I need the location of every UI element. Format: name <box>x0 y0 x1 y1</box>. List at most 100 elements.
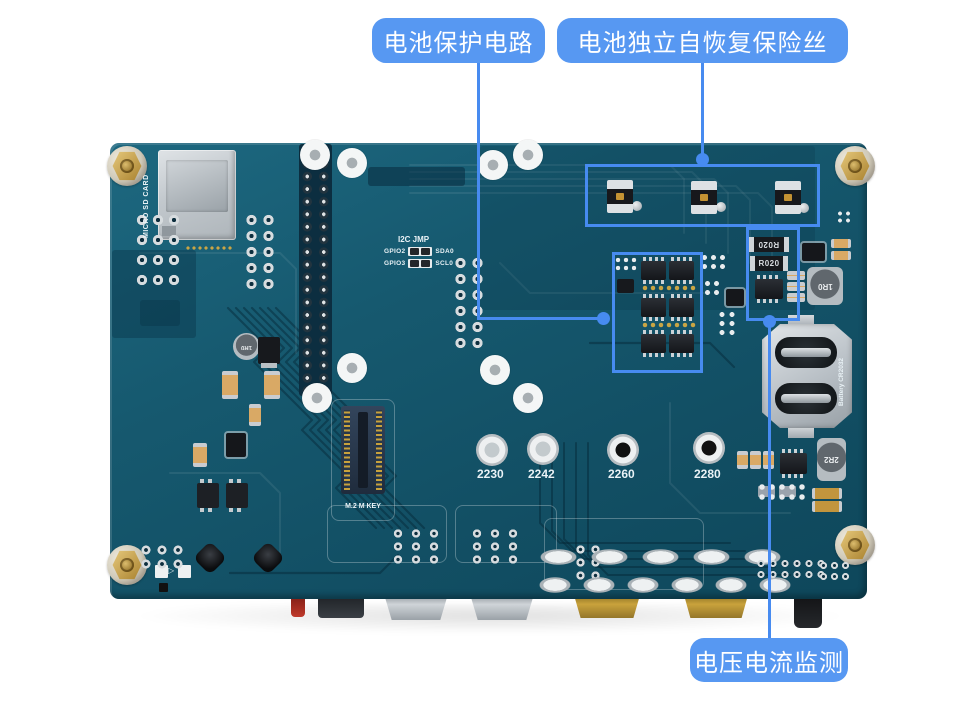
qfn-ic <box>726 289 744 306</box>
callout-dot-monitor <box>763 315 776 328</box>
i2c-jmp-title: I2C JMP <box>398 235 430 244</box>
pcb-trace <box>539 442 731 544</box>
battery-protection-soic8 <box>641 330 666 357</box>
battery-protection-soic8 <box>669 294 694 321</box>
solder-pad-grid <box>641 284 697 292</box>
solder-pad-grid <box>452 255 486 351</box>
solder-dot <box>632 201 642 211</box>
gpio-header-40pin <box>299 144 332 396</box>
solder-dot <box>799 203 809 213</box>
ssd-standoff-2242 <box>527 433 559 465</box>
pcb-trace <box>409 171 707 244</box>
pcb-dark-region <box>140 300 180 326</box>
solder-pad-grid <box>757 482 807 502</box>
solder-pad-grid <box>185 245 233 251</box>
monitor-ic-soic8 <box>755 275 783 303</box>
callout-dot-fuse <box>696 153 709 166</box>
battery-holder-tab <box>788 426 814 438</box>
solder-pad-grid <box>641 321 697 329</box>
capacitor <box>193 443 207 467</box>
solder-pad-grid <box>755 558 827 580</box>
corner-standoff-screw <box>835 146 875 186</box>
ssd-standoff-2280 <box>693 432 725 464</box>
power-led <box>291 595 305 617</box>
standoff-label-2242: 2242 <box>528 467 555 481</box>
standoff-label-2280: 2280 <box>694 467 721 481</box>
qfn-ic <box>226 433 246 457</box>
gpio2-label: GPIO2 <box>384 248 406 255</box>
scl0-label: SCL0 <box>435 260 454 267</box>
battery-holder-cutout <box>775 383 837 414</box>
battery-protection-soic8 <box>641 294 666 321</box>
solder-pad-grid <box>818 560 851 582</box>
protection-region-box <box>612 252 703 373</box>
shunt-text: R020 <box>758 259 780 268</box>
ssd-standoff-2260 <box>607 434 639 466</box>
i2c-jumper-sda <box>408 247 433 256</box>
capacitor <box>812 488 842 499</box>
pcb-trace <box>588 341 736 369</box>
solder-pad-grid <box>614 256 638 272</box>
solder-pad-grid <box>389 527 443 566</box>
usb-c-port <box>318 595 364 618</box>
label-voltage-current-monitor: 电压电流监测 <box>690 638 848 682</box>
monitor-region-box <box>746 227 800 321</box>
qfn-ic <box>802 243 825 261</box>
solder-dot <box>716 202 726 212</box>
battery-holder-cutout <box>775 337 837 368</box>
m2-m-key-connector <box>341 406 385 494</box>
pcb-trace <box>409 164 685 234</box>
m2-key-notch <box>358 412 368 488</box>
mounting-hole <box>302 383 332 413</box>
gold-connector-2 <box>684 595 748 618</box>
inductor-text: 1R0 <box>817 281 833 291</box>
callout-line-protection-h <box>477 317 601 320</box>
sot23-ic <box>617 279 634 293</box>
self-recovery-fuse <box>607 180 633 213</box>
label-battery-fuse: 电池独立自恢复保险丝 <box>557 18 848 63</box>
shunt-resistor-r020: R020 <box>749 237 789 252</box>
power-inductor-2r2: 2R2 <box>817 438 846 481</box>
capacitor <box>831 251 851 260</box>
pcb-trace <box>409 178 729 254</box>
solder-pad-grid <box>468 527 522 566</box>
inductor-text: 2R2 <box>824 455 839 464</box>
pcb-dark-region <box>368 167 465 186</box>
sot223-regulator <box>197 479 219 512</box>
smd-part <box>159 583 168 592</box>
battery-silkscreen-label: Battery CR2032 <box>838 357 845 406</box>
callout-line-monitor-v <box>768 325 771 638</box>
capacitor <box>812 501 842 512</box>
power-inductor-1r0: 1R0 <box>807 267 843 305</box>
m2-label: M.2 M KEY <box>345 503 381 510</box>
pcb-trace <box>169 472 281 554</box>
battery-protection-soic8 <box>669 257 694 284</box>
mounting-hole <box>513 140 543 170</box>
corner-standoff-screw <box>835 525 875 565</box>
gpio3-label: GPIO3 <box>384 260 406 267</box>
pcb-trace <box>669 402 791 514</box>
gold-connector-1 <box>574 595 640 618</box>
self-recovery-fuse <box>775 181 801 214</box>
solder-pad-grid <box>243 212 277 292</box>
inductor-text: 1R0 <box>240 343 252 350</box>
capacitor <box>831 239 851 248</box>
ic-soic8 <box>780 449 807 478</box>
solder-pad-grid <box>533 574 797 596</box>
mounting-hole <box>480 355 510 385</box>
capacitor <box>787 271 805 280</box>
audio-barrel-jack <box>794 595 822 628</box>
i2c-jumper-row: GPIO3 SCL0 <box>384 259 453 268</box>
cr2032-battery-holder <box>762 324 852 428</box>
fuse-region-box <box>585 164 820 227</box>
shunt-resistor-r020: R020 <box>750 256 788 271</box>
mounting-hole <box>478 150 508 180</box>
pcb-trace <box>139 252 297 354</box>
self-recovery-fuse <box>691 181 717 214</box>
mounting-hole <box>513 383 543 413</box>
solder-pad-grid <box>533 546 788 568</box>
connector-silkscreen-outline <box>327 505 447 563</box>
callout-line-fuse-v <box>701 62 704 157</box>
sda0-label: SDA0 <box>435 248 454 255</box>
